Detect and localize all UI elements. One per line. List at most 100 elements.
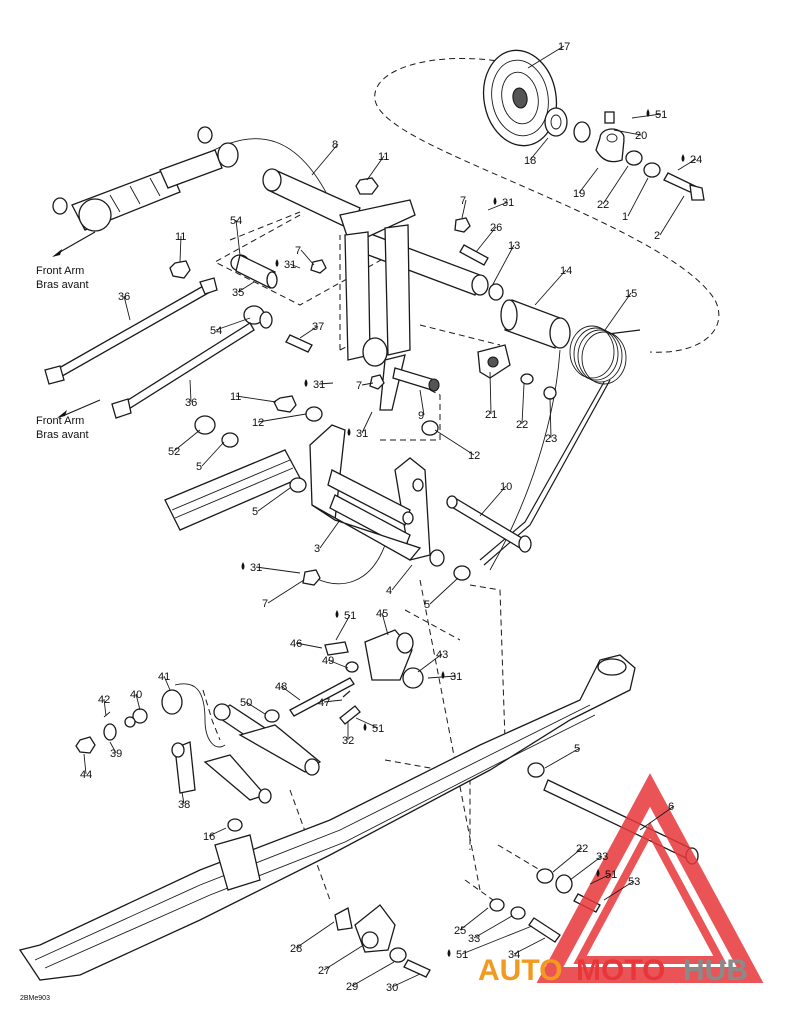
callout-c12b: 12 <box>434 429 480 462</box>
callout-number: 3 <box>314 543 320 555</box>
callout-c21: 21 <box>485 371 497 421</box>
callout-leader-line <box>381 612 389 636</box>
callout-c47: 47 <box>318 697 343 709</box>
callout-c19: 19 <box>573 167 599 200</box>
callout-number: 53 <box>628 876 640 888</box>
callout-leader-line <box>459 907 489 931</box>
idler-wheel-assembly <box>482 49 705 201</box>
callout-leader-line <box>351 961 395 987</box>
callout-c51a: 51 <box>631 109 667 121</box>
callout-number: 4 <box>386 585 392 597</box>
callout-c11a: 11 <box>366 151 389 181</box>
bushing-54b <box>243 305 273 329</box>
callout-c7c: 7 <box>356 380 374 392</box>
callout-c5d: 5 <box>544 743 581 769</box>
callout-number: 49 <box>322 655 334 667</box>
callout-leader-line <box>473 915 513 939</box>
callout-leader-line <box>289 263 301 269</box>
callout-leader-line <box>529 137 549 161</box>
callout-c44: 44 <box>80 753 92 781</box>
callout-number: 27 <box>318 965 330 977</box>
front-arm-label-en-2: Front Arm <box>36 415 84 427</box>
callout-c33a: 33 <box>569 851 608 881</box>
bolt-37 <box>285 334 313 353</box>
washer-22c <box>536 868 554 884</box>
callout-number: 29 <box>346 981 358 993</box>
callout-number: 28 <box>290 943 302 955</box>
callout-c51c: 51 <box>355 717 384 735</box>
callout-leader-line <box>201 441 225 467</box>
callout-c48: 48 <box>275 681 301 701</box>
callout-leader-line <box>327 659 349 669</box>
callout-number: 1 <box>622 211 628 223</box>
callout-c10: 10 <box>479 481 512 517</box>
callout-leader-line <box>311 143 339 176</box>
front-arm-label-fr-2: Bras avant <box>36 429 89 441</box>
callout-number: 24 <box>690 154 702 166</box>
callout-number: 11 <box>230 391 241 403</box>
callout-c5c: 5 <box>424 577 459 611</box>
bushing-43 <box>402 667 424 689</box>
callout-leader-line <box>295 921 335 949</box>
callout-leader-line <box>299 325 319 339</box>
callout-c15: 15 <box>604 288 637 331</box>
lubricant-drop-icon <box>363 723 367 731</box>
callout-leader-line <box>361 411 373 434</box>
callout-number: 31 <box>313 379 325 391</box>
callout-c50: 50 <box>240 697 266 715</box>
lubricant-drop-icon <box>241 562 245 570</box>
callout-leader-line <box>323 699 343 703</box>
callout-number: 44 <box>80 769 92 781</box>
callout-number: 5 <box>424 599 430 611</box>
callout-number: 13 <box>508 240 520 252</box>
callout-leader-line <box>237 281 255 293</box>
callout-leader-line <box>109 741 117 754</box>
callout-number: 19 <box>573 188 585 200</box>
callout-c40: 40 <box>130 689 142 711</box>
callout-number: 5 <box>196 461 202 473</box>
drawing-code: 2BMe903 <box>20 995 50 1002</box>
text-layer: Front Arm Bras avant Front Arm Bras avan… <box>20 265 89 1002</box>
callout-leader-line <box>589 873 612 885</box>
callout-number: 16 <box>203 831 215 843</box>
washer-5d <box>527 762 545 778</box>
callout-leader-line <box>603 880 635 901</box>
callout-c35: 35 <box>232 281 255 299</box>
callout-leader-line <box>135 693 141 711</box>
callout-leader-line <box>604 292 632 331</box>
callout-leader-line <box>323 945 363 971</box>
callout-number: 50 <box>240 697 252 709</box>
callout-number: 36 <box>185 397 197 409</box>
callout-leader-line <box>361 382 374 386</box>
callout-c49: 49 <box>322 655 349 669</box>
callout-c7b: 7 <box>295 245 315 266</box>
bushing-41 <box>161 689 183 715</box>
callout-number: 11 <box>378 151 389 163</box>
callout-c31a: 31 <box>487 197 514 211</box>
callout-c31e: 31 <box>241 562 301 574</box>
callout-c28: 28 <box>290 921 335 955</box>
callout-c12a: 12 <box>252 413 307 429</box>
lubricant-drop-icon <box>275 259 279 267</box>
callout-leader-line <box>521 383 525 425</box>
callout-number: 26 <box>490 222 502 234</box>
washer-1 <box>643 162 661 178</box>
shaft-48 <box>289 677 355 717</box>
callout-leader-line <box>257 413 307 423</box>
callout-c51e: 51 <box>447 925 533 961</box>
callout-c11c: 11 <box>230 391 277 403</box>
callout-leader-line <box>366 155 385 181</box>
callout-c18: 18 <box>524 137 549 167</box>
callout-number: 34 <box>508 949 520 961</box>
callout-number: 10 <box>500 481 512 493</box>
washer-49 <box>345 661 359 673</box>
callout-c22b: 22 <box>516 383 528 431</box>
washer-29 <box>389 947 407 963</box>
callout-leader-line <box>578 167 599 194</box>
callout-c22a: 22 <box>597 165 629 211</box>
callout-leader-line <box>335 614 351 641</box>
callout-number: 41 <box>158 671 170 683</box>
callout-number: 31 <box>250 562 262 574</box>
callout-leader-line <box>173 429 201 452</box>
